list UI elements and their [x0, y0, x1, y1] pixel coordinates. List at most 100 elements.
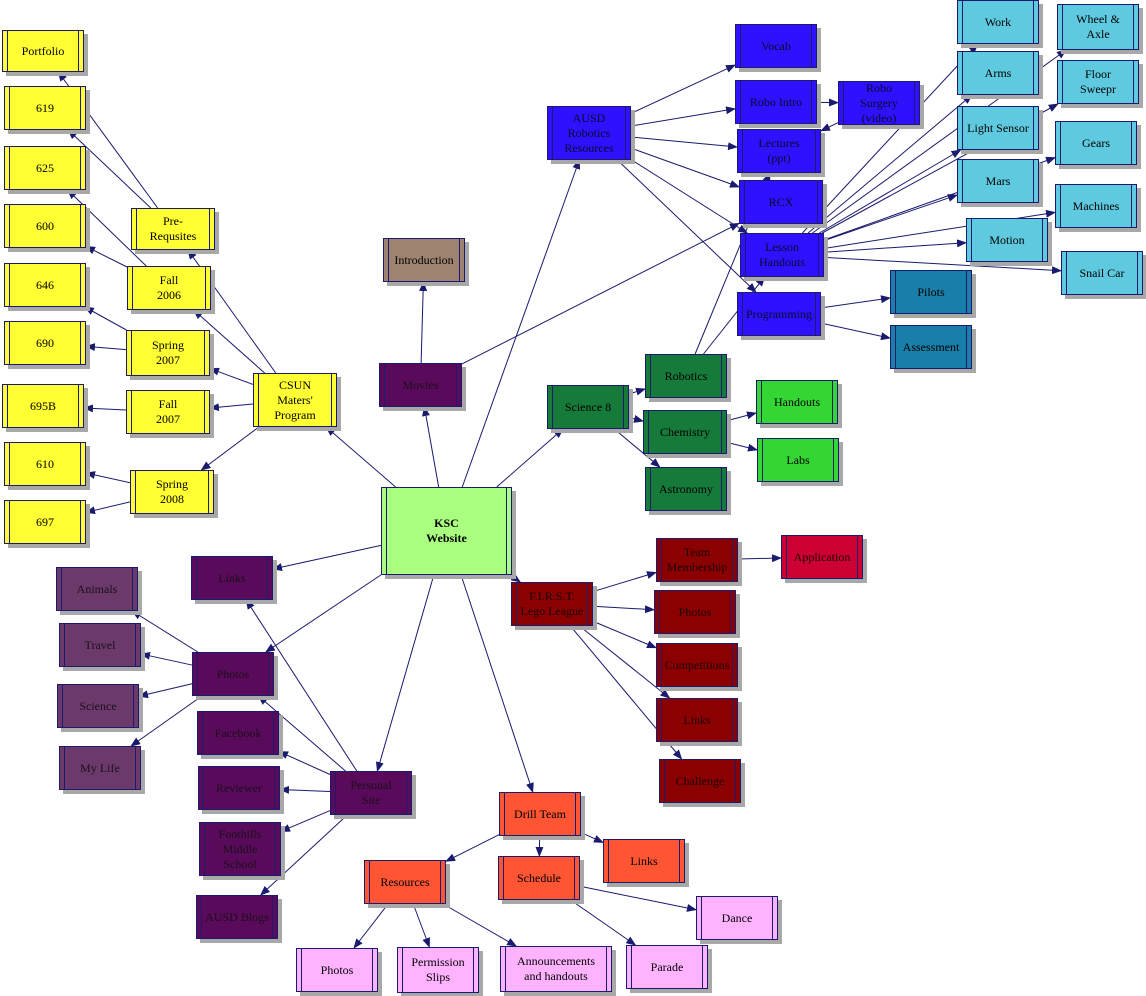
node-c600[interactable]: 600: [4, 204, 86, 248]
node-lectures[interactable]: Lectures (ppt): [737, 129, 821, 173]
node-astronomy[interactable]: Astronomy: [645, 467, 727, 511]
node-csun[interactable]: CSUN Maters' Program: [253, 373, 337, 427]
node-permission[interactable]: Permission Slips: [397, 947, 479, 993]
edge-ksc-to-science8: [496, 428, 564, 488]
node-lightsensor[interactable]: Light Sensor: [957, 106, 1039, 150]
node-label: 619: [36, 100, 54, 115]
node-intro[interactable]: Introduction: [383, 238, 465, 282]
node-c697[interactable]: 697: [4, 500, 86, 544]
edge-fll-to-team: [592, 571, 657, 593]
node-links[interactable]: Links: [191, 556, 273, 600]
node-resources[interactable]: Resources: [364, 860, 446, 904]
node-reviewer[interactable]: Reviewer: [198, 766, 280, 810]
node-foothills[interactable]: Foothills Middle School: [199, 822, 281, 876]
node-robotics[interactable]: Robotics: [645, 354, 727, 398]
node-robointro[interactable]: Robo Intro: [735, 80, 817, 124]
node-science[interactable]: Science: [57, 684, 139, 728]
node-gears[interactable]: Gears: [1055, 121, 1137, 165]
node-c610[interactable]: 610: [4, 442, 86, 486]
node-c690[interactable]: 690: [4, 321, 86, 365]
edge-team-to-application: [737, 554, 782, 563]
node-application[interactable]: Application: [781, 535, 863, 579]
node-arms[interactable]: Arms: [957, 51, 1039, 95]
node-label: Announcements and handouts: [517, 954, 595, 983]
node-ausd[interactable]: AUSD Robotics Resources: [547, 106, 631, 160]
node-snailcar[interactable]: Snail Car: [1061, 251, 1143, 295]
node-ksc[interactable]: KSC Website: [381, 487, 512, 575]
node-mars[interactable]: Mars: [957, 159, 1039, 203]
node-personal[interactable]: Personal Site: [330, 771, 412, 815]
node-label: Chemistry: [660, 424, 710, 439]
node-label: Links: [683, 712, 711, 727]
node-label: Wheel & Axle: [1076, 12, 1120, 41]
node-c625[interactable]: 625: [4, 146, 86, 190]
edge-csun-to-fall2007: [209, 403, 254, 412]
node-chemistry[interactable]: Chemistry: [643, 410, 727, 454]
node-links-d[interactable]: Links: [603, 839, 685, 883]
node-labs[interactable]: Labs: [757, 438, 839, 482]
edge-csun-to-spring2007: [209, 367, 254, 385]
node-schedule[interactable]: Schedule: [498, 856, 580, 900]
node-label: Programming: [746, 306, 812, 321]
node-travel[interactable]: Travel: [59, 623, 141, 667]
node-dance[interactable]: Dance: [696, 896, 778, 940]
node-c619[interactable]: 619: [4, 86, 86, 130]
node-ausdblogs[interactable]: AUSD Blogs: [196, 895, 278, 939]
node-label: Links: [218, 570, 246, 585]
node-label: AUSD Blogs: [205, 909, 269, 924]
node-c646[interactable]: 646: [4, 263, 86, 307]
node-label: KSC Website: [426, 516, 467, 545]
node-motion[interactable]: Motion: [966, 218, 1048, 262]
edge-programming-to-assessment: [820, 322, 891, 341]
node-c695b[interactable]: 695B: [2, 384, 84, 428]
node-wheel[interactable]: Wheel & Axle: [1057, 4, 1139, 50]
edge-schedule-to-parade: [570, 899, 637, 946]
edge-resources-to-permission: [412, 903, 430, 948]
node-machines[interactable]: Machines: [1055, 184, 1137, 228]
node-fall2006[interactable]: Fall 2006: [127, 266, 211, 310]
node-rcx[interactable]: RCX: [739, 180, 823, 224]
node-vocab[interactable]: Vocab: [735, 24, 817, 68]
node-label: Drill Team: [514, 806, 566, 821]
node-fll[interactable]: F.I.R.S.T. Lego League: [511, 582, 593, 626]
node-lesson[interactable]: Lesson Handouts: [740, 233, 824, 277]
node-work[interactable]: Work: [957, 0, 1039, 44]
node-label: Mars: [985, 173, 1011, 188]
edge-ausd-to-programming: [616, 159, 757, 293]
node-photos-d[interactable]: Photos: [296, 948, 378, 992]
node-spring2007[interactable]: Spring 2007: [126, 330, 210, 376]
node-handouts[interactable]: Handouts: [756, 380, 838, 424]
node-robosurgery[interactable]: Robo Surgery (video): [838, 81, 920, 125]
node-label: Foothills Middle School: [218, 826, 262, 871]
node-prereq[interactable]: Pre-Requsites: [131, 208, 215, 250]
edge-ksc-to-movies: [422, 406, 440, 488]
node-programming[interactable]: Programming: [737, 292, 821, 336]
edge-spring2008-to-c697: [85, 501, 131, 515]
node-portfolio[interactable]: Portfolio: [2, 30, 84, 72]
node-photos-p[interactable]: Photos: [192, 652, 274, 696]
node-parade[interactable]: Parade: [626, 945, 708, 989]
node-movies[interactable]: Movies: [379, 363, 462, 407]
node-challenge[interactable]: Challenge: [659, 759, 741, 803]
node-animals[interactable]: Animals: [56, 567, 138, 611]
node-competitions[interactable]: Competitions: [656, 643, 738, 687]
node-label: Fall 2007: [156, 397, 180, 426]
node-drill[interactable]: Drill Team: [499, 792, 581, 836]
node-assessment[interactable]: Assessment: [890, 325, 972, 369]
node-mylife[interactable]: My Life: [59, 746, 141, 790]
node-floorsweepr[interactable]: Floor Sweepr: [1057, 60, 1139, 104]
edge-lesson-to-lightsensor: [819, 149, 962, 234]
node-photos-f[interactable]: Photos: [654, 590, 736, 634]
node-links-f[interactable]: Links: [656, 698, 738, 742]
node-label: Schedule: [517, 870, 561, 885]
node-team[interactable]: Team Membership: [656, 538, 738, 582]
node-facebook[interactable]: Facebook: [197, 711, 279, 755]
node-fall2007[interactable]: Fall 2007: [126, 390, 210, 434]
node-science8[interactable]: Science 8: [547, 385, 629, 429]
node-label: Spring 2008: [155, 477, 188, 506]
node-pilots[interactable]: Pilots: [890, 270, 972, 314]
node-announcements[interactable]: Announcements and handouts: [500, 946, 612, 992]
edge-fll-to-photos_f: [592, 605, 655, 614]
node-spring2008[interactable]: Spring 2008: [130, 470, 214, 514]
node-label: Spring 2007: [151, 338, 184, 367]
